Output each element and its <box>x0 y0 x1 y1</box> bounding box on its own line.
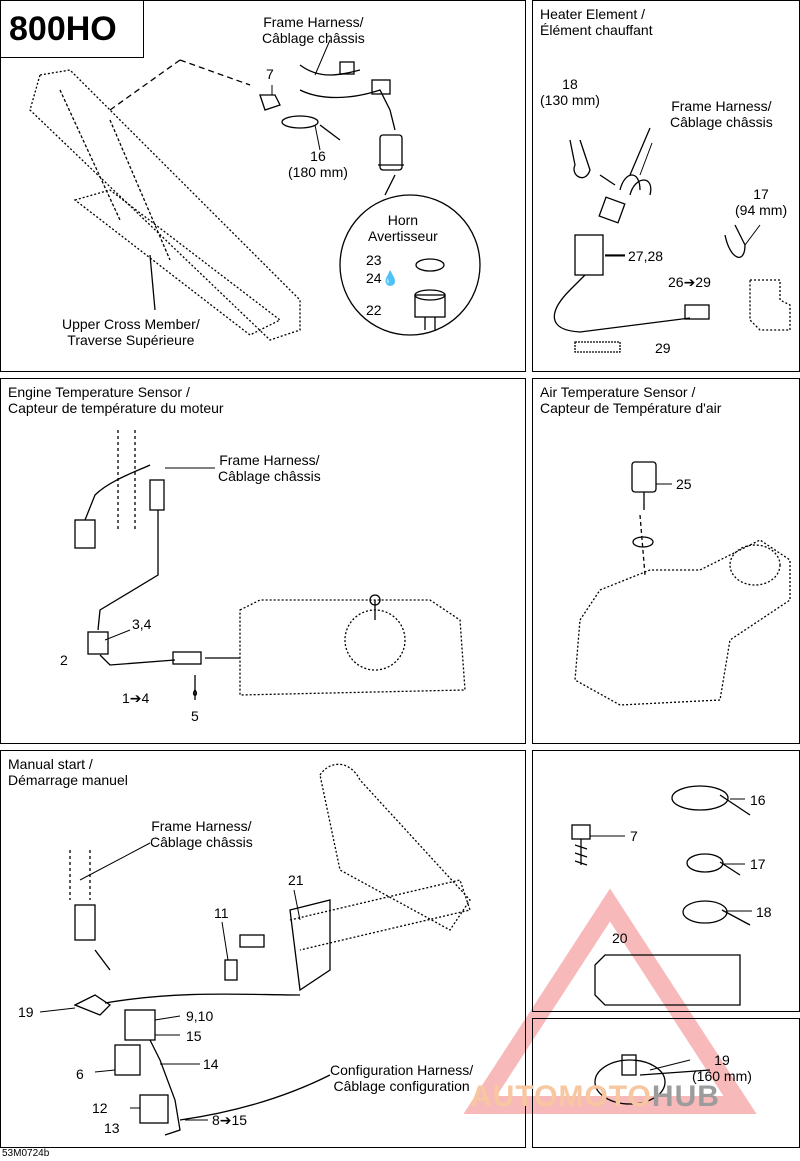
air-temp-title: Air Temperature Sensor / Capteur de Temp… <box>540 384 722 416</box>
part-23-label: 23 <box>366 252 382 268</box>
manual-start-title: Manual start / Démarrage manuel <box>8 756 128 788</box>
panel-engine-temp <box>0 378 526 744</box>
part-11-label: 11 <box>214 905 229 921</box>
part-21-label: 21 <box>288 872 304 888</box>
manual-start-drawing <box>69 763 471 1136</box>
frame-drawing <box>29 59 481 341</box>
part-22-label: 22 <box>366 302 382 318</box>
part-8-15-label: 8➔15 <box>212 1112 248 1128</box>
horn-label: Horn Avertisseur <box>368 212 438 244</box>
parts-drawing <box>571 785 751 1006</box>
parts-7-label: 7 <box>630 828 638 844</box>
part-17-label: 17 (94 mm) <box>735 186 788 218</box>
panel-frame <box>0 0 526 372</box>
parts-17-label: 17 <box>750 856 766 872</box>
part-29-label: 29 <box>655 340 671 356</box>
parts-16-label: 16 <box>750 792 766 808</box>
tie-19-label: 19 (160 mm) <box>692 1052 752 1084</box>
part-9-10-label: 9,10 <box>186 1008 214 1024</box>
part-18-label: 18 (130 mm) <box>540 76 600 108</box>
part-12-label: 12 <box>92 1100 108 1116</box>
frame-harness-label: Frame Harness/ Câblage châssis <box>262 14 365 46</box>
manual-harness-label: Frame Harness/ Câblage châssis <box>150 818 253 850</box>
part-2-label: 2 <box>60 652 68 668</box>
heater-title: Heater Element / Élément chauffant <box>540 6 653 38</box>
drawing-code: 53M0724b <box>2 1148 50 1159</box>
part-16-label: 16 (180 mm) <box>288 148 348 180</box>
watermark-text: AUTOMOTOHUB <box>470 1080 720 1113</box>
heater-harness-label: Frame Harness/ Câblage châssis <box>670 98 773 130</box>
part-25-label: 25 <box>676 476 692 492</box>
panel-air-temp <box>532 378 800 744</box>
leader-lines <box>39 39 761 1121</box>
part-5-label: 5 <box>191 708 199 724</box>
engine-temp-drawing <box>74 430 466 700</box>
part-26-29-label: 26➔29 <box>668 274 711 290</box>
part-13-label: 13 <box>104 1120 120 1136</box>
part-6-label: 6 <box>76 1066 84 1082</box>
part-3-4-label: 3,4 <box>132 616 152 632</box>
tie-drawing <box>594 1054 711 1105</box>
heater-drawing <box>553 127 791 353</box>
engine-temp-title: Engine Temperature Sensor / Capteur de t… <box>8 384 224 416</box>
part-1-4-label: 1➔4 <box>122 690 150 706</box>
panel-manual-start <box>0 750 526 1148</box>
engine-harness-label: Frame Harness/ Câblage châssis <box>218 452 321 484</box>
part-14-label: 14 <box>203 1056 219 1072</box>
part-15-label: 15 <box>186 1028 202 1044</box>
parts-18-label: 18 <box>756 904 772 920</box>
air-temp-drawing <box>574 461 791 706</box>
part-27-28-label: 27,28 <box>628 248 664 264</box>
part-19-label: 19 <box>18 1004 34 1020</box>
model-badge: 800HO <box>0 0 144 58</box>
config-harness-label: Configuration Harness/ Câblage configura… <box>330 1062 474 1094</box>
drop-icon: 💧 <box>381 270 400 286</box>
cross-member-label: Upper Cross Member/ Traverse Supérieure <box>62 316 200 348</box>
part-24-label: 24💧 <box>366 270 400 286</box>
part-7-label: 7 <box>266 66 274 82</box>
parts-20-label: 20 <box>612 930 628 946</box>
panel-parts <box>532 750 800 1012</box>
